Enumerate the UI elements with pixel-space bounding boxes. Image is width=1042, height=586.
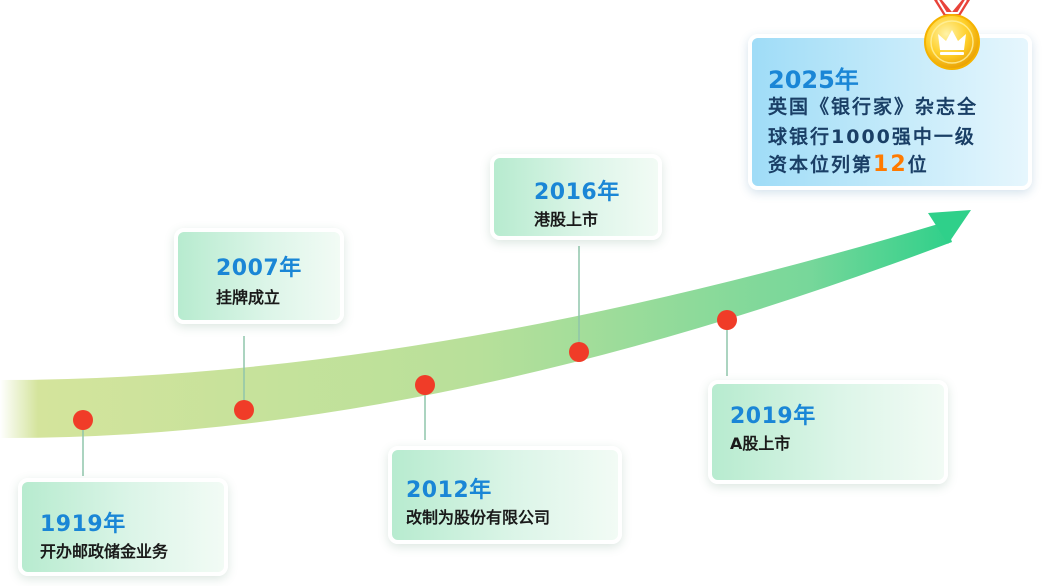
milestone-year: 1919年 (40, 512, 126, 537)
milestone-card-1919: 1919年 开办邮政储金业务 (18, 478, 228, 576)
highlight-year: 2025年 (768, 66, 859, 94)
dot-2019 (717, 310, 737, 330)
highlight-line-3-prefix: 资本位列第 (768, 154, 874, 176)
milestone-year: 2012年 (406, 478, 492, 503)
dot-2016 (569, 342, 589, 362)
crown-medal-icon (924, 0, 980, 70)
milestone-card-2019: 2019年 A股上市 (708, 380, 948, 484)
milestone-desc: 挂牌成立 (216, 288, 281, 307)
dot-2007 (234, 400, 254, 420)
milestone-card-2012: 2012年 改制为股份有限公司 (388, 446, 622, 544)
highlight-rank-number: 12 (873, 152, 908, 177)
highlight-line-2: 球银行1000强中一级 (768, 126, 976, 148)
milestone-card-2016: 2016年 港股上市 (490, 154, 662, 240)
highlight-line-3: 资本位列第12位 (768, 150, 929, 177)
dot-2012 (415, 375, 435, 395)
milestone-desc: A股上市 (730, 434, 791, 453)
milestone-year: 2016年 (534, 180, 620, 205)
highlight-card-2025: 2025年 英国《银行家》杂志全 球银行1000强中一级 资本位列第12位 (748, 34, 1032, 190)
milestone-desc: 港股上市 (534, 210, 599, 229)
milestone-year: 2007年 (216, 256, 302, 281)
milestone-year: 2019年 (730, 404, 816, 429)
milestone-card-2007: 2007年 挂牌成立 (174, 228, 344, 324)
milestone-desc: 开办邮政储金业务 (40, 542, 169, 561)
highlight-line-3-suffix: 位 (907, 154, 929, 176)
timeline-arrowhead (928, 210, 971, 244)
timeline-band (0, 222, 952, 439)
milestone-desc: 改制为股份有限公司 (406, 508, 551, 527)
highlight-line-1: 英国《银行家》杂志全 (768, 96, 979, 118)
dot-1919 (73, 410, 93, 430)
